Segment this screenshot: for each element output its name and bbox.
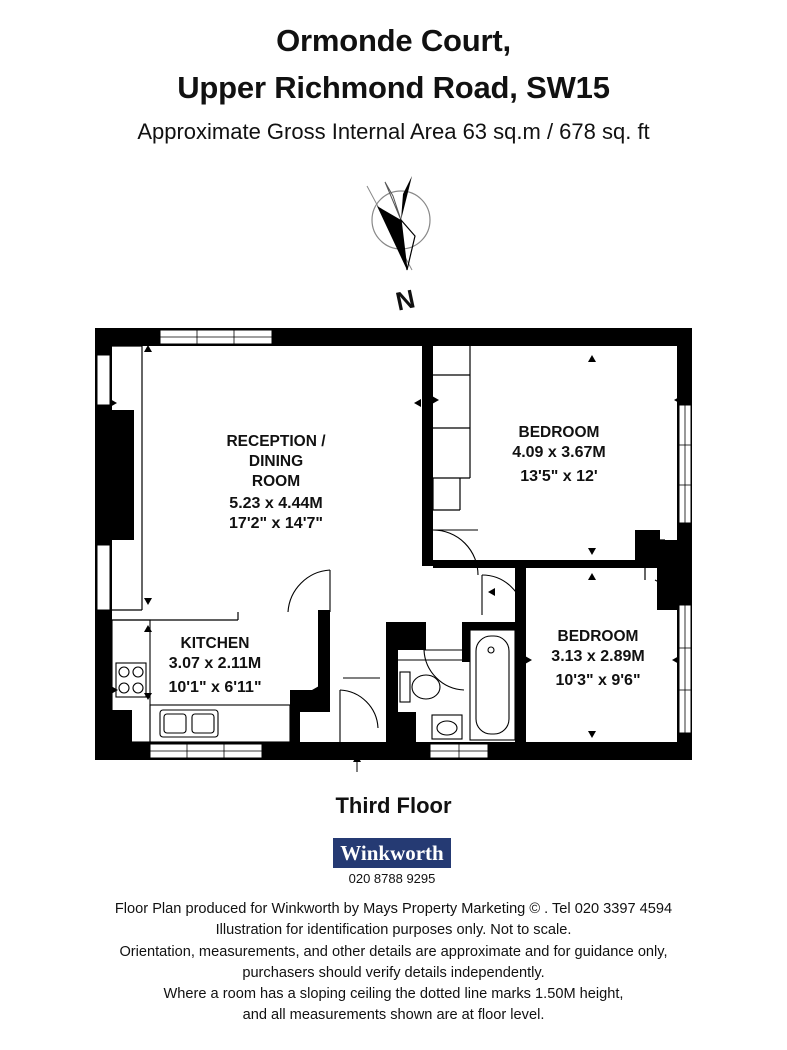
- floor-name: Third Floor: [335, 793, 452, 818]
- agent-phone: 020 8788 9295: [348, 871, 436, 886]
- disclaimer-line: Orientation, measurements, and other det…: [119, 943, 668, 960]
- kitchen-imperial: 10'1" x 6'11": [168, 679, 262, 696]
- reception-label: RECEPTION / DINING ROOM 5.23 x 4.44M 17'…: [196, 432, 356, 534]
- winkworth-logo: Winkworth: [333, 838, 451, 868]
- kitchen-label: KITCHEN 3.07 x 2.11M 10'1" x 6'11": [150, 634, 280, 698]
- disclaimer-line: Floor Plan produced for Winkworth by May…: [114, 901, 673, 917]
- bedroom1-imperial: 13'5" x 12': [520, 468, 598, 485]
- reception-name-line3: ROOM: [251, 473, 301, 490]
- bedroom1-label: BEDROOM 4.09 x 3.67M 13'5" x 12': [484, 423, 634, 487]
- compass-icon: [366, 176, 431, 271]
- reception-metric: 5.23 x 4.44M: [229, 495, 323, 512]
- disclaimer-line: and all measurements shown are at floor …: [242, 1007, 545, 1024]
- kitchen-metric: 3.07 x 2.11M: [168, 655, 262, 672]
- bedroom2-metric: 3.13 x 2.89M: [551, 648, 645, 665]
- kitchen-name: KITCHEN: [180, 635, 250, 652]
- floor-plan: [95, 328, 692, 772]
- gross-internal-area: Approximate Gross Internal Area 63 sq.m …: [137, 119, 650, 144]
- disclaimer: Floor Plan produced for Winkworth by May…: [0, 899, 787, 1027]
- reception-imperial: 17'2" x 14'7": [229, 515, 323, 532]
- bedroom1-name: BEDROOM: [518, 424, 600, 441]
- property-name: Ormonde Court,: [276, 23, 511, 58]
- disclaimer-line: Where a room has a sloping ceiling the d…: [163, 986, 624, 1003]
- reception-name-line1: RECEPTION /: [226, 433, 326, 450]
- bedroom2-label: BEDROOM 3.13 x 2.89M 10'3" x 9'6": [528, 627, 668, 691]
- property-address: Upper Richmond Road, SW15: [177, 70, 610, 105]
- disclaimer-line: purchasers should verify details indepen…: [242, 964, 545, 981]
- disclaimer-line: Illustration for identification purposes…: [215, 922, 572, 939]
- bedroom1-metric: 4.09 x 3.67M: [512, 444, 606, 461]
- bedroom2-name: BEDROOM: [557, 628, 639, 645]
- reception-name-line2: DINING: [248, 453, 304, 470]
- bedroom2-imperial: 10'3" x 9'6": [555, 672, 641, 689]
